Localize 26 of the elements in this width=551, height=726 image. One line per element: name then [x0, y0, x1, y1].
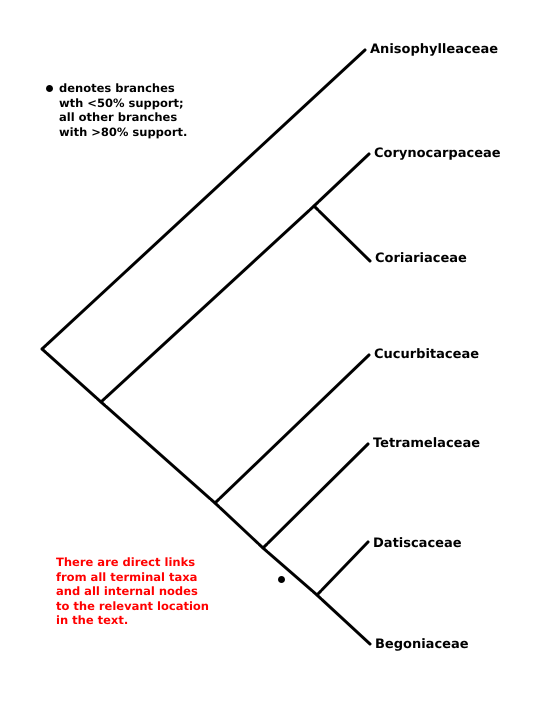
branch-junction: [210, 498, 220, 508]
branch-line: [266, 442, 370, 545]
taxon-label: Coriariaceae: [375, 250, 467, 266]
branch-line: [318, 152, 370, 203]
branch-line: [320, 540, 370, 592]
branch-line: [318, 209, 372, 262]
branch-junction: [96, 397, 106, 407]
branch-line: [218, 354, 370, 500]
taxon-label: Corynocarpaceae: [374, 146, 501, 160]
branch-junction: [258, 543, 268, 553]
branch-line: [218, 506, 260, 545]
taxon-label: Datiscaceae: [373, 536, 462, 550]
branch-junction: [312, 590, 322, 600]
branch-line: [104, 209, 310, 399]
taxon-label: Tetramelaceae: [373, 436, 480, 450]
branch-line: [46, 48, 366, 346]
branch-line: [266, 550, 314, 592]
branch-line: [104, 404, 212, 500]
taxon-label: Cucurbitaceae: [374, 346, 480, 362]
note-text: There are direct links from all terminal taxa and all internal nodes to the relevant location in the text.: [56, 555, 210, 628]
legend-text: denotes branches wth <50% support; all other branches with >80% support.: [59, 81, 188, 139]
taxon-label: Anisophylleaceae: [370, 42, 498, 56]
taxon-label: Begoniaceae: [375, 636, 469, 652]
branch-junction: [309, 201, 319, 211]
branch-line: [320, 598, 372, 646]
branch-line: [46, 352, 98, 399]
